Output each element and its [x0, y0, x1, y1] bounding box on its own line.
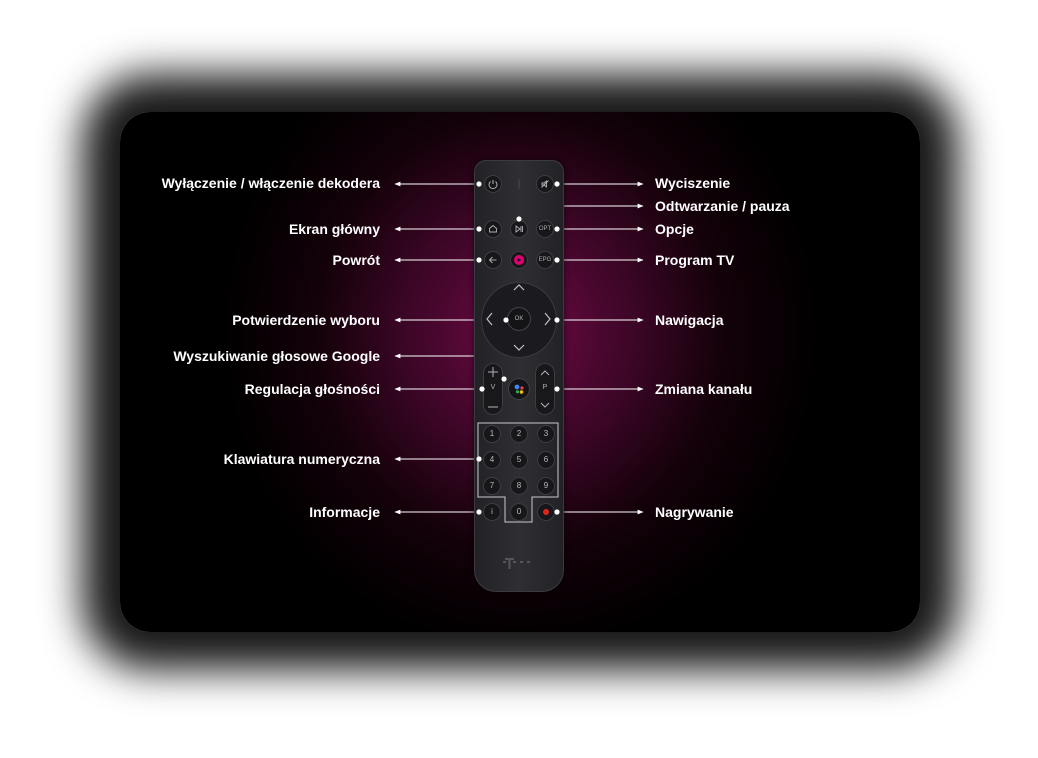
digit-7-button[interactable]: 7 — [483, 477, 501, 495]
label-playpause: Odtwarzanie / pauza — [655, 198, 790, 214]
digit-2-button[interactable]: 2 — [510, 425, 528, 443]
digit-0-button[interactable]: 0 — [510, 503, 528, 521]
google-assistant-icon — [514, 384, 524, 394]
plus-icon — [488, 367, 498, 377]
home-icon — [489, 224, 497, 233]
volume-letter: V — [490, 384, 496, 391]
label-home: Ekran główny — [288, 221, 380, 237]
netflix-style-icon — [514, 255, 524, 265]
channel-rocker[interactable] — [535, 363, 555, 415]
back-button[interactable] — [484, 251, 502, 269]
digit-4-button[interactable]: 4 — [483, 451, 501, 469]
label-mute: Wyciszenie — [655, 175, 731, 191]
label-numpad: Klawiatura numeryczna — [223, 451, 380, 467]
info-button[interactable]: i — [483, 503, 501, 521]
record-button[interactable] — [537, 503, 555, 521]
play-pause-icon — [515, 225, 523, 233]
google-assistant-button[interactable] — [508, 378, 530, 400]
digit-6-button[interactable]: 6 — [537, 451, 555, 469]
channel-up-icon — [540, 370, 550, 376]
home-button[interactable] — [484, 220, 502, 238]
telekom-logo-icon — [503, 558, 530, 569]
epg-button[interactable]: EPG — [536, 251, 554, 269]
label-power: Wyłączenie / włączenie dekodera — [161, 175, 380, 191]
label-navigation: Nawigacja — [655, 312, 724, 328]
digit-8-button[interactable]: 8 — [510, 477, 528, 495]
power-icon — [488, 180, 498, 190]
digit-3-button[interactable]: 3 — [537, 425, 555, 443]
digit-5-button[interactable]: 5 — [510, 451, 528, 469]
label-voice: Wyszukiwanie głosowe Google — [173, 348, 380, 364]
mute-button[interactable] — [536, 175, 554, 193]
label-options: Opcje — [655, 221, 694, 237]
ok-button[interactable]: OK — [507, 307, 531, 331]
channel-letter: P — [542, 384, 548, 391]
label-epg: Program TV — [655, 252, 735, 268]
label-record: Nagrywanie — [655, 504, 734, 520]
label-back: Powrót — [332, 252, 380, 268]
back-icon — [488, 256, 497, 264]
options-button[interactable]: OPT — [536, 220, 554, 238]
record-icon — [543, 509, 549, 515]
label-ok: Potwierdzenie wyboru — [232, 312, 380, 328]
mic-icon — [518, 179, 520, 189]
label-channel: Zmiana kanału — [655, 381, 753, 397]
power-button[interactable] — [484, 175, 502, 193]
app-button[interactable] — [510, 251, 528, 269]
digit-1-button[interactable]: 1 — [483, 425, 501, 443]
label-info: Informacje — [309, 504, 380, 520]
volume-rocker[interactable] — [483, 363, 503, 415]
digit-9-button[interactable]: 9 — [537, 477, 555, 495]
channel-down-icon — [540, 402, 550, 408]
mute-icon — [541, 180, 549, 188]
play-pause-button[interactable] — [510, 220, 528, 238]
label-volume: Regulacja głośności — [244, 381, 380, 397]
